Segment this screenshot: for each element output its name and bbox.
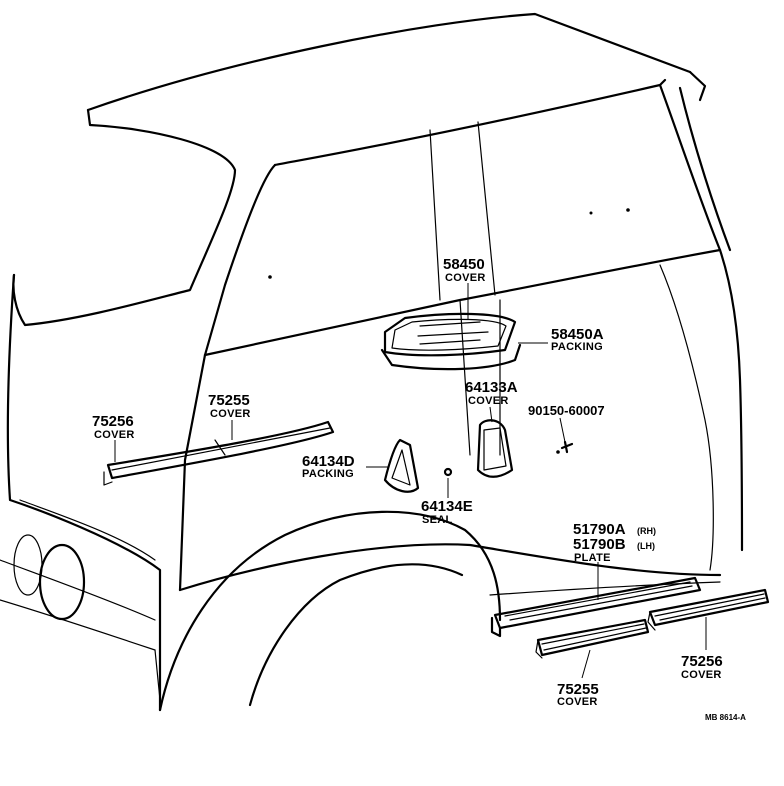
step-cover-75255-part (535, 618, 650, 659)
callout-51790: 51790A (RH) 51790B (LH) PLATE (573, 521, 656, 564)
part-number-64134d: 64134D (302, 453, 355, 470)
part-name-plate: PLATE (574, 552, 611, 564)
part-number-90150-60007: 90150-60007 (528, 403, 605, 418)
screw-90150-part (560, 440, 574, 454)
seal-64134e-part (443, 467, 453, 477)
side-tag-rh: (RH) (637, 526, 656, 536)
cover-64133a-part (476, 419, 514, 478)
part-name-packing: PACKING (551, 341, 603, 353)
part-name-cover: COVER (210, 408, 251, 420)
part-number-75256: 75256 (681, 653, 723, 670)
part-number-51790a: 51790A (573, 521, 626, 538)
callout-64134e: 64134E SEAL (421, 498, 473, 526)
body-outline (0, 12, 744, 712)
part-name-cover: COVER (681, 669, 722, 681)
side-tag-lh: (LH) (637, 541, 655, 551)
part-name-seal: SEAL (422, 514, 453, 526)
callout-75255-bottom: 75255 COVER (557, 681, 599, 708)
part-number-51790b: 51790B (573, 536, 626, 553)
part-number-58450: 58450 (443, 256, 485, 273)
part-name-cover: COVER (94, 429, 135, 441)
leader-lines (114, 283, 707, 679)
part-number-75256: 75256 (92, 413, 134, 430)
callout-90150: 90150-60007 (528, 403, 605, 418)
callout-64133a: 64133A COVER (465, 379, 518, 407)
part-number-64134e: 64134E (421, 498, 473, 515)
part-number-64133a: 64133A (465, 379, 518, 396)
scuff-plate-part (490, 576, 702, 638)
part-name-cover: COVER (468, 395, 509, 407)
step-cover-75256-part (647, 588, 770, 631)
part-name-cover: COVER (445, 272, 486, 284)
callout-58450a: 58450A PACKING (551, 326, 604, 353)
callout-58450: 58450 COVER (443, 256, 486, 284)
part-name-cover: COVER (557, 696, 598, 708)
callout-75256-top: 75256 COVER (92, 413, 135, 441)
fuel-lid-cover-part (380, 312, 522, 371)
part-number-75255: 75255 (557, 681, 599, 698)
callout-64134d: 64134D PACKING (302, 453, 355, 480)
callout-75255-top: 75255 COVER (208, 392, 251, 420)
part-number-58450a: 58450A (551, 326, 604, 343)
packing-64134d-part (383, 438, 420, 493)
part-number-75255: 75255 (208, 392, 250, 409)
door-step-cover-part (103, 420, 335, 486)
callout-75256-bottom: 75256 COVER (681, 653, 723, 681)
figure-code: MB 8614-A (705, 713, 746, 722)
part-name-packing: PACKING (302, 468, 354, 480)
